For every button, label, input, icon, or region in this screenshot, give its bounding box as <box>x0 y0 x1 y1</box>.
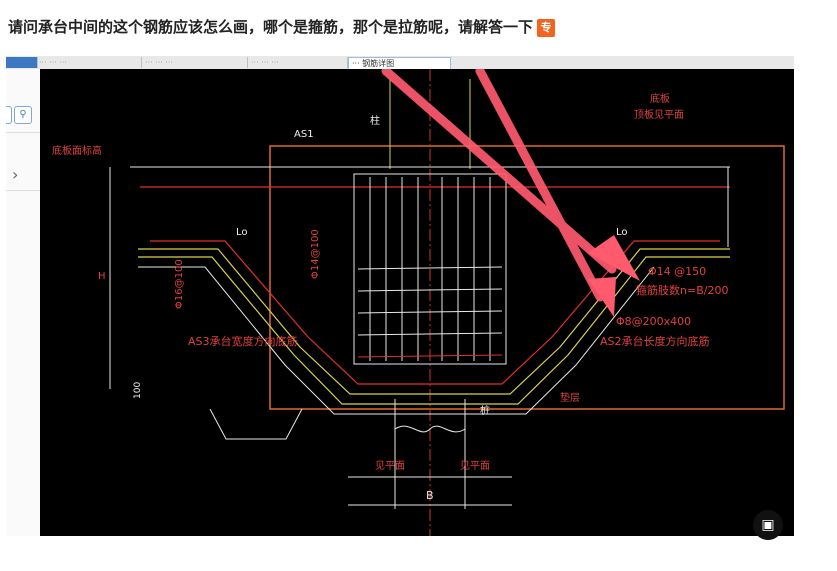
label-h: H <box>98 271 106 282</box>
image-plus-icon[interactable]: ▣ <box>753 510 783 540</box>
panel-divider <box>6 132 40 133</box>
search-icon[interactable]: ⚲ <box>14 106 32 124</box>
label-top-bottom: 底板 <box>650 92 670 105</box>
small-detail <box>209 408 303 440</box>
column-cage <box>353 173 507 365</box>
chevron-right-icon[interactable]: › <box>12 165 19 184</box>
label-top-bottom-sub: 顶板见平面 <box>634 108 684 121</box>
tab-bar: ··· ··· ··· ··· ··· ··· ··· ··· ··· ··· … <box>6 56 794 70</box>
label-stirrup-count: 箍筋肢数n=B/200 <box>636 283 728 297</box>
cad-screenshot: ··· ··· ··· ··· ··· ··· ··· ··· ··· ··· … <box>6 56 794 536</box>
label-b: B <box>426 489 434 502</box>
label-as2: AS2承台长度方向底筋 <box>600 334 710 348</box>
tab-3[interactable]: ··· ··· ··· <box>248 57 348 68</box>
question-text: 请问承台中间的这个钢筋应该怎么画，哪个是箍筋，那个是拉筋呢，请解答一下专 <box>8 16 556 37</box>
cushion-outline <box>138 266 655 415</box>
label-phi14: Φ14 @150 <box>648 265 706 278</box>
label-as1: AS1 <box>294 129 314 140</box>
label-phi8: Φ8@200x400 <box>616 315 691 328</box>
label-phi16: Φ16@100 <box>174 259 185 309</box>
label-as3: AS3承台宽度方向底筋 <box>188 334 298 348</box>
panel-divider <box>6 190 40 191</box>
expert-tag-badge[interactable]: 专 <box>537 18 556 37</box>
cad-drawing: AS1 柱 底板 顶板见平面 底板面标高 Lo Lo H Φ16@100 Φ14… <box>52 69 785 536</box>
stirrup-line <box>357 288 503 292</box>
bottom-rebar-red <box>150 240 720 385</box>
panel-edge-button[interactable] <box>6 106 12 124</box>
label-pile: 桩 <box>480 404 490 417</box>
label-column: 柱 <box>370 114 380 127</box>
arrow-2-head <box>588 277 616 317</box>
question-body: 请问承台中间的这个钢筋应该怎么画，哪个是箍筋，那个是拉筋呢，请解答一下 <box>8 18 534 36</box>
label-elevation: 底板面标高 <box>52 144 102 157</box>
tab-4-active[interactable]: ··· 钢筋详图 <box>348 57 451 69</box>
arrow-2-shaft <box>475 69 605 302</box>
arrow-1-shaft <box>381 69 617 274</box>
pilecap-outline <box>269 145 785 410</box>
tab-2[interactable]: ··· ··· ··· <box>142 57 248 68</box>
cad-canvas[interactable]: AS1 柱 底板 顶板见平面 底板面标高 Lo Lo H Φ16@100 Φ14… <box>40 69 794 536</box>
label-dim-left: 见平面 <box>375 460 405 472</box>
label-lo-right: Lo <box>616 227 628 238</box>
left-panel: ⚲ › <box>6 69 40 536</box>
stirrup-line <box>357 310 503 314</box>
label-100: 100 <box>133 382 143 399</box>
label-lo-left: Lo <box>236 227 248 238</box>
tab-1[interactable]: ··· ··· ··· <box>36 57 142 68</box>
label-dim-right: 见平面 <box>460 460 490 472</box>
tab-app-icon[interactable] <box>6 57 38 68</box>
stirrup-line-red <box>357 354 503 358</box>
annotation-arrows <box>381 69 617 302</box>
label-cushion: 垫层 <box>560 391 580 404</box>
stirrup-line <box>357 266 503 270</box>
pile-break <box>394 425 466 433</box>
bottom-layer-yellow-2 <box>138 256 730 405</box>
stirrup-line <box>357 332 503 336</box>
label-phi14-vert: Φ14@100 <box>310 229 321 279</box>
arrow-1-head <box>588 235 640 281</box>
